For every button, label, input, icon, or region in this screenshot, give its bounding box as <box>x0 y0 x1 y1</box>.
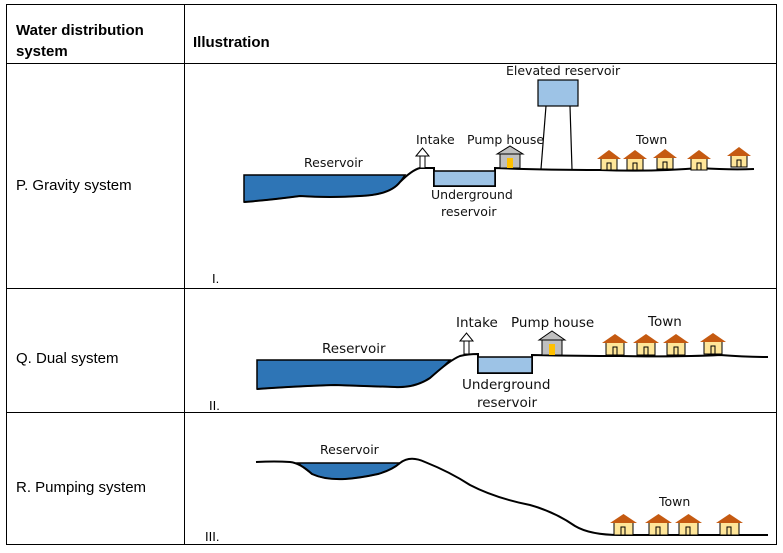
town-houses <box>610 514 743 536</box>
house-icon <box>597 150 621 171</box>
house-icon <box>602 334 628 356</box>
label-intake: Intake <box>456 315 498 331</box>
house-icon <box>645 514 672 536</box>
house-icon <box>610 514 637 536</box>
label-reservoir: Reservoir <box>322 341 386 357</box>
header-illustration: Illustration <box>193 34 270 51</box>
house-icon <box>700 333 726 355</box>
label-reservoir: Reservoir <box>320 442 380 457</box>
intake-icon <box>414 147 431 169</box>
row-gravity-system: P. Gravity system <box>16 177 132 194</box>
label-underground-reservoir: reservoir <box>441 204 497 219</box>
house-icon <box>727 147 751 168</box>
label-underground: Underground <box>462 377 550 393</box>
underground-reservoir <box>477 356 533 374</box>
intake-icon <box>458 332 475 355</box>
label-town: Town <box>658 494 690 509</box>
row-dual-system: Q. Dual system <box>16 350 119 367</box>
label-town: Town <box>647 314 682 330</box>
label-underground-reservoir: reservoir <box>477 395 537 411</box>
house-icon <box>687 150 711 171</box>
house-icon <box>663 334 689 356</box>
label-town: Town <box>635 132 667 147</box>
label-elevated-reservoir: Elevated reservoir <box>506 63 621 78</box>
ground-line <box>256 352 769 390</box>
label-reservoir: Reservoir <box>304 155 364 170</box>
illustration-number-2: II. <box>209 398 220 413</box>
underground-reservoir <box>433 170 496 187</box>
elevated-reservoir-icon <box>537 79 579 170</box>
house-icon <box>653 149 677 170</box>
header-system: Water distribution system <box>16 22 144 60</box>
town-houses <box>602 333 726 356</box>
row-pumping-system: R. Pumping system <box>16 479 147 496</box>
label-intake: Intake <box>416 132 455 147</box>
label-pump-house: Pump house <box>511 315 594 331</box>
house-icon <box>633 334 659 356</box>
pump-house-icon <box>537 330 567 356</box>
illustration-number-1: I. <box>212 271 220 286</box>
label-underground: Underground <box>431 187 513 202</box>
illustration-number-3: III. <box>205 529 220 544</box>
house-icon <box>716 514 743 536</box>
house-icon <box>623 150 647 171</box>
town-houses <box>597 147 751 171</box>
label-pump-house: Pump house <box>467 132 544 147</box>
house-icon <box>675 514 702 536</box>
pump-house-icon <box>495 145 525 169</box>
